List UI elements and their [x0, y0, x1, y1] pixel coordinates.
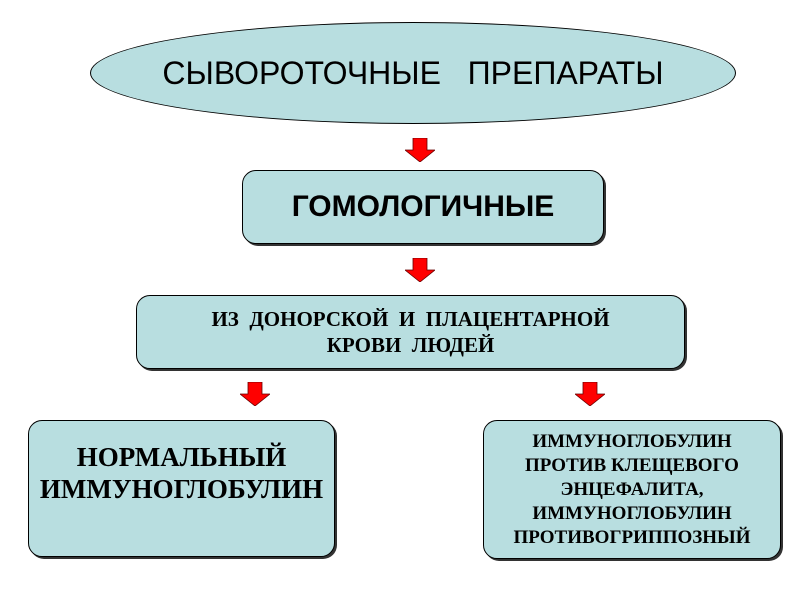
specific-line: ИММУНОГЛОБУЛИН: [532, 430, 732, 452]
homologous-box: ГОМОЛОГИЧНЫЕ: [242, 170, 604, 244]
donor-blood-box: ИЗ ДОНОРСКОЙ И ПЛАЦЕНТАРНОЙ КРОВИ ЛЮДЕЙ: [136, 295, 685, 369]
specific-line: ЭНЦЕФАЛИТА,: [560, 478, 704, 500]
specific-immunoglobulin-box: ИММУНОГЛОБУЛИН ПРОТИВ КЛЕЩЕВОГО ЭНЦЕФАЛИ…: [483, 420, 781, 559]
normal-immunoglobulin-box: НОРМАЛЬНЫЙ ИММУНОГЛОБУЛИН: [28, 420, 335, 557]
specific-line: ПРОТИВОГРИППОЗНЫЙ: [513, 526, 751, 548]
normal-line1: НОРМАЛЬНЫЙ: [76, 442, 287, 472]
specific-line: ИММУНОГЛОБУЛИН: [532, 502, 732, 524]
arrow-down-icon: [405, 258, 435, 282]
normal-line2: ИММУНОГЛОБУЛИН: [39, 474, 324, 504]
title-text: СЫВОРОТОЧНЫЕ ПРЕПАРАТЫ: [162, 54, 664, 91]
title-ellipse: СЫВОРОТОЧНЫЕ ПРЕПАРАТЫ: [90, 22, 736, 124]
donor-blood-line2: КРОВИ ЛЮДЕЙ: [326, 333, 495, 357]
donor-blood-line1: ИЗ ДОНОРСКОЙ И ПЛАЦЕНТАРНОЙ: [211, 307, 610, 331]
homologous-label: ГОМОЛОГИЧНЫЕ: [291, 190, 555, 223]
specific-line: ПРОТИВ КЛЕЩЕВОГО: [525, 454, 739, 476]
arrow-down-icon: [240, 382, 270, 406]
arrow-down-icon: [405, 138, 435, 162]
arrow-down-icon: [575, 382, 605, 406]
